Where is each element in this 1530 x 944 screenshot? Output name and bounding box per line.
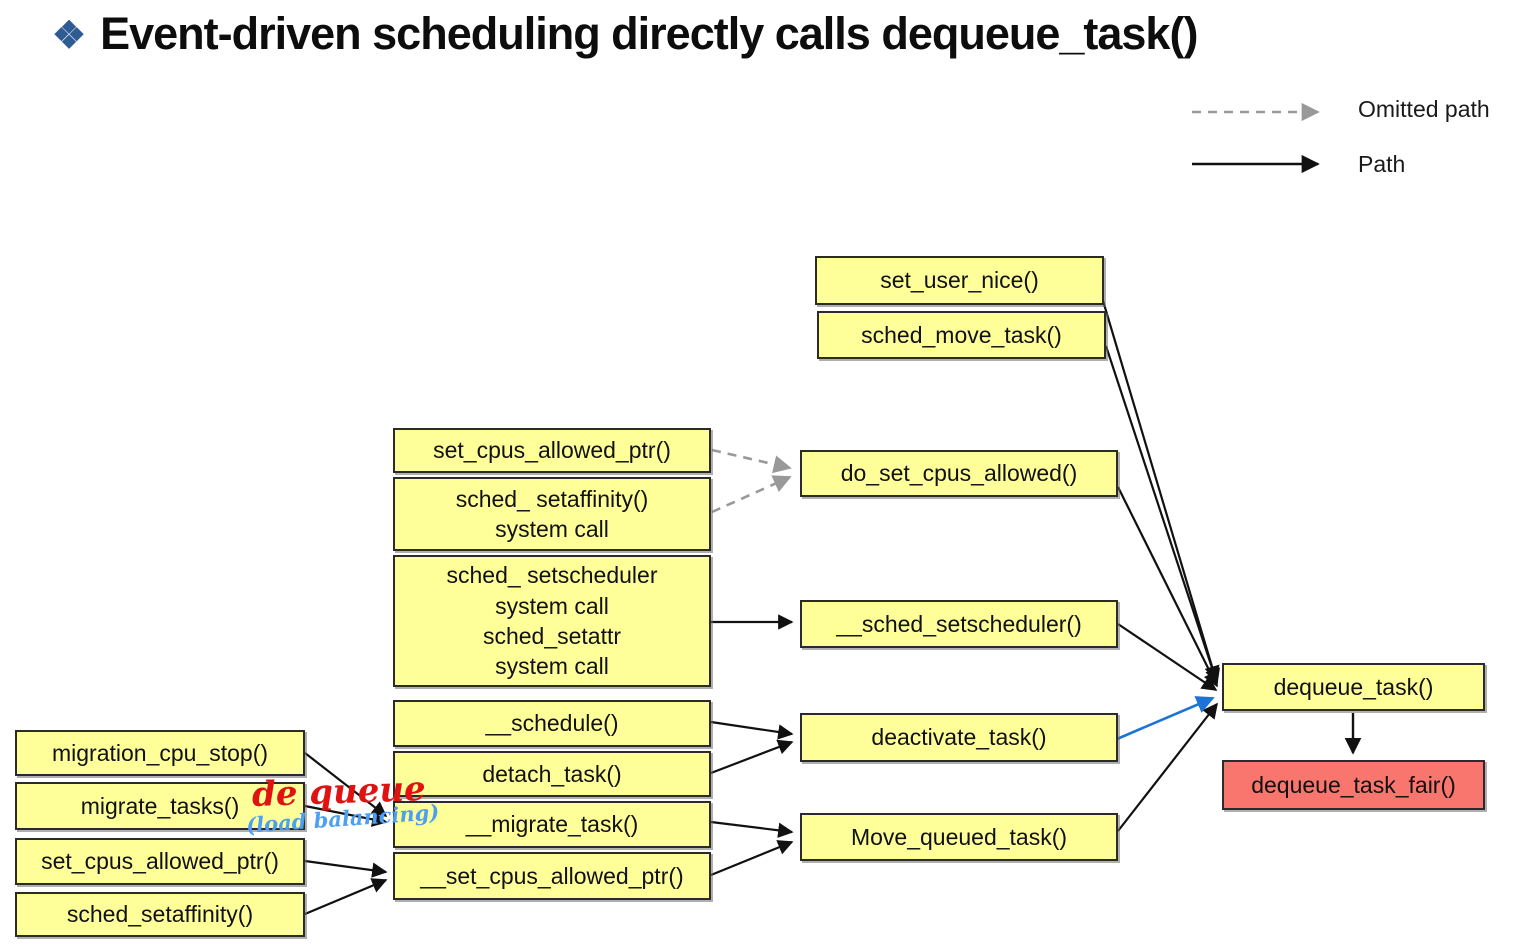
- node-deactivate-task: deactivate_task(): [800, 713, 1118, 762]
- arrow-sched-setscheduler-to-dequeue-task: [1117, 623, 1218, 691]
- arrow-set-user-nice-to-dequeue-task: [1099, 293, 1220, 682]
- node-set-user-nice: set_user_nice(): [815, 256, 1104, 305]
- legend-path-label: Path: [1358, 151, 1406, 177]
- node-do-set-cpus-allowed: do_set_cpus_allowed(): [800, 450, 1118, 497]
- node-sched-setaffinity-syscall: sched_ setaffinity() system call: [393, 477, 711, 551]
- node-sched-setscheduler-internal: __sched_setscheduler(): [800, 600, 1118, 648]
- node-dequeue-task-fair: dequeue_task_fair(): [1222, 760, 1485, 810]
- node-migration-cpu-stop: migration_cpu_stop(): [15, 730, 305, 776]
- arrow-sched-move-task-to-dequeue-task: [1104, 345, 1220, 685]
- node-schedule: __schedule(): [393, 700, 711, 747]
- node-move-queued-task: Move_queued_task(): [800, 813, 1118, 861]
- node-set-cpus-allowed-ptr-mid: set_cpus_allowed_ptr(): [393, 428, 711, 473]
- legend-omitted-path-label: Omitted path: [1358, 96, 1490, 122]
- node-dequeue-task: dequeue_task(): [1222, 663, 1485, 711]
- arrow-schedule-to-deactivate-task: [710, 720, 794, 740]
- arrow-omitted-set-cpus-allowed-ptr-to-do-set-cpus-allowed: [711, 448, 792, 474]
- node-migrate-tasks: migrate_tasks(): [15, 782, 305, 830]
- arrow-migrate-task-to-move-queued-task: [710, 820, 794, 838]
- arrow-sched-setaffinity-left-to-set-cpus-allowed-ptr: [304, 878, 388, 916]
- node-sched-move-task: sched_move_task(): [817, 311, 1106, 359]
- slide-title-row: ❖ Event-driven scheduling directly calls…: [52, 8, 1198, 60]
- node-set-cpus-allowed-ptr-left: set_cpus_allowed_ptr(): [15, 838, 305, 885]
- arrow-blue-deactivate-task-to-dequeue-task: [1116, 696, 1215, 741]
- node-detach-task: detach_task(): [393, 751, 711, 797]
- node-set-cpus-allowed-ptr-internal: __set_cpus_allowed_ptr(): [393, 852, 711, 900]
- node-migrate-task: __migrate_task(): [393, 801, 711, 848]
- diamond-bullet-icon: ❖: [52, 15, 87, 57]
- arrow-set-cpus-allowed-ptr-to-move-queued-task: [710, 840, 794, 877]
- arrow-omitted-sched-setaffinity-syscall-to-do-set-cpus-allowed: [711, 475, 792, 514]
- arrow-detach-task-to-deactivate-task: [710, 739, 794, 775]
- arrow-do-set-cpus-allowed-to-dequeue-task: [1117, 486, 1218, 688]
- arrow-set-cpus-allowed-ptr-left-to-set-cpus-allowed-ptr: [304, 859, 388, 878]
- page-title: Event-driven scheduling directly calls d…: [100, 8, 1198, 59]
- node-sched-setaffinity-left: sched_setaffinity(): [15, 892, 305, 937]
- node-sched-setscheduler-syscall: sched_ setscheduler system call sched_se…: [393, 555, 711, 687]
- arrow-move-queued-task-to-dequeue-task: [1117, 702, 1218, 832]
